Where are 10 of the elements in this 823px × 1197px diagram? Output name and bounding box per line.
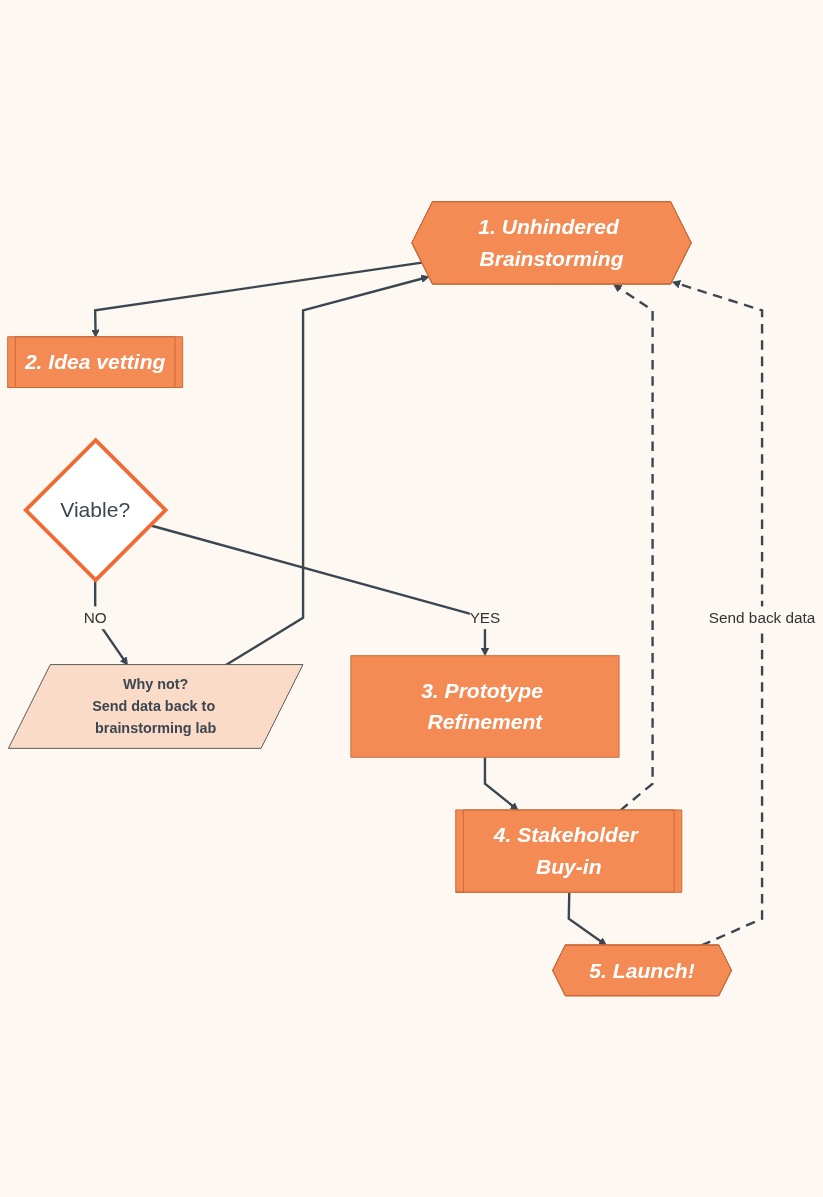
node-diamond: Viable?: [23, 437, 169, 583]
edge-label: Send back data: [708, 609, 816, 626]
edge-label: NO: [83, 609, 107, 626]
node-box: 3. Prototype Refinement: [350, 655, 620, 758]
edge-label: YES: [469, 609, 501, 626]
arrow: [483, 757, 519, 811]
arrow: [567, 892, 607, 946]
arrow: [149, 523, 490, 656]
arrow: [91, 261, 423, 338]
arrow: [225, 274, 430, 666]
